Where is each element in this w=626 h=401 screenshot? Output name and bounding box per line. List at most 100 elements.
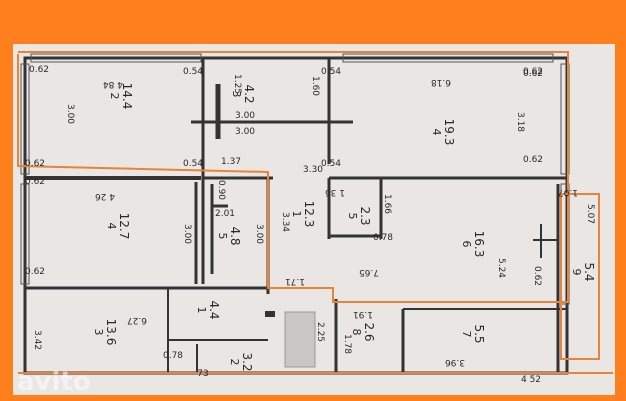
room-area: 4.8 xyxy=(228,226,242,245)
room-area: 5.5 xyxy=(472,324,486,343)
window xyxy=(20,183,30,285)
dimension-label: 4 52 xyxy=(521,375,541,385)
room-area: 2.3 xyxy=(358,206,372,225)
dimension-label: 2.01 xyxy=(215,209,235,219)
dimension-label: 0.62 xyxy=(523,67,543,77)
dimension-label: 3.18 xyxy=(515,112,525,132)
dimension-label: 3.00 xyxy=(235,111,255,121)
highlight-rect xyxy=(560,193,600,360)
watermark: avito xyxy=(17,367,91,395)
highlight-outline xyxy=(17,51,613,374)
dimension-label: 0.78 xyxy=(373,233,393,243)
dimension-label: 3.42 xyxy=(32,330,42,350)
dimension-label: 1.07 xyxy=(558,187,578,197)
room-number: 4 xyxy=(105,223,118,230)
dimension-label: 5.07 xyxy=(585,204,595,224)
dimension-label: 3.00 xyxy=(65,104,75,124)
dimension-label: 0.62 xyxy=(25,267,45,277)
dimension-label: 0.62 xyxy=(523,155,543,165)
dimension-label: 0.78 xyxy=(163,351,183,361)
dimension-label: 4 26 xyxy=(95,191,115,201)
room-area: 12.3 xyxy=(302,201,316,228)
dimension-label: 1.66 xyxy=(382,194,392,214)
room-number: 2 xyxy=(228,359,241,366)
dimension-label: 5.24 xyxy=(496,258,506,278)
ventilation-shaft xyxy=(284,311,316,368)
room-number: 3 xyxy=(230,91,243,98)
dimension-label: 0.54 xyxy=(321,67,341,77)
dimension-label: 3.00 xyxy=(254,224,264,244)
room-number: 8 xyxy=(350,329,363,336)
dimension-label: 6.18 xyxy=(431,77,451,87)
dimension-label: 3.00 xyxy=(235,127,255,137)
room-number: 5 xyxy=(216,233,229,240)
room-area: 16.3 xyxy=(472,231,486,258)
dimension-label: 1.60 xyxy=(310,76,320,96)
room-area: 19.3 xyxy=(442,119,456,146)
room-number: 6 xyxy=(460,241,473,248)
dimension-label: 0.62 xyxy=(29,65,49,75)
dimension-label: 0.62 xyxy=(25,177,45,187)
dimension-label: 4 84 xyxy=(103,79,123,89)
dimension-label: 2.25 xyxy=(315,322,325,342)
room-area: 2.6 xyxy=(362,322,376,341)
room-area: 14.4 xyxy=(120,83,134,110)
dimension-label: 3.00 xyxy=(182,224,192,244)
dimension-label: 3.96 xyxy=(445,357,465,367)
room-area: 3.2 xyxy=(240,352,254,371)
dimension-label: 3.34 xyxy=(280,212,290,232)
dimension-label: 1.71 xyxy=(285,276,305,286)
room-number: 5 xyxy=(346,213,359,220)
room-number: 7 xyxy=(460,331,473,338)
dimension-label: 0.62 xyxy=(532,266,542,286)
room-area: 4.4 xyxy=(207,300,221,319)
dimension-label: 7.65 xyxy=(359,267,379,277)
dimension-label: 1 36 xyxy=(325,187,345,197)
dimension-label: 1.25 xyxy=(232,74,242,94)
dimension-label: 0.62 xyxy=(523,69,543,79)
dimension-label: 6.27 xyxy=(127,315,147,325)
dimension-label: 1.37 xyxy=(221,157,241,167)
windows xyxy=(20,53,570,305)
dimension-label: 3.30 xyxy=(303,165,323,175)
room-number: 4 xyxy=(430,129,443,136)
dimension-label: 1.91 xyxy=(353,309,373,319)
dimension-label: 0.54 xyxy=(183,67,203,77)
room-area: 12.7 xyxy=(117,213,131,240)
window xyxy=(30,53,202,63)
room-number: 9 xyxy=(570,269,583,276)
dimension-label: 1.78 xyxy=(342,334,352,354)
room-number: 1 xyxy=(290,211,303,218)
dimension-label: 0.54 xyxy=(183,159,203,169)
room-number: 2 xyxy=(108,93,121,100)
dimension-label: 0.62 xyxy=(25,159,45,169)
room-area: 5.4 xyxy=(582,262,596,281)
dimension-label: 0.54 xyxy=(321,159,341,169)
room-area: 4.2 xyxy=(242,84,256,103)
window xyxy=(342,53,554,63)
dimension-label: 0.90 xyxy=(216,180,226,200)
room-area: 13.6 xyxy=(104,319,118,346)
room-number: 1 xyxy=(195,307,208,314)
room-number: 3 xyxy=(92,329,105,336)
window xyxy=(20,63,30,175)
highlight-path xyxy=(17,51,569,303)
